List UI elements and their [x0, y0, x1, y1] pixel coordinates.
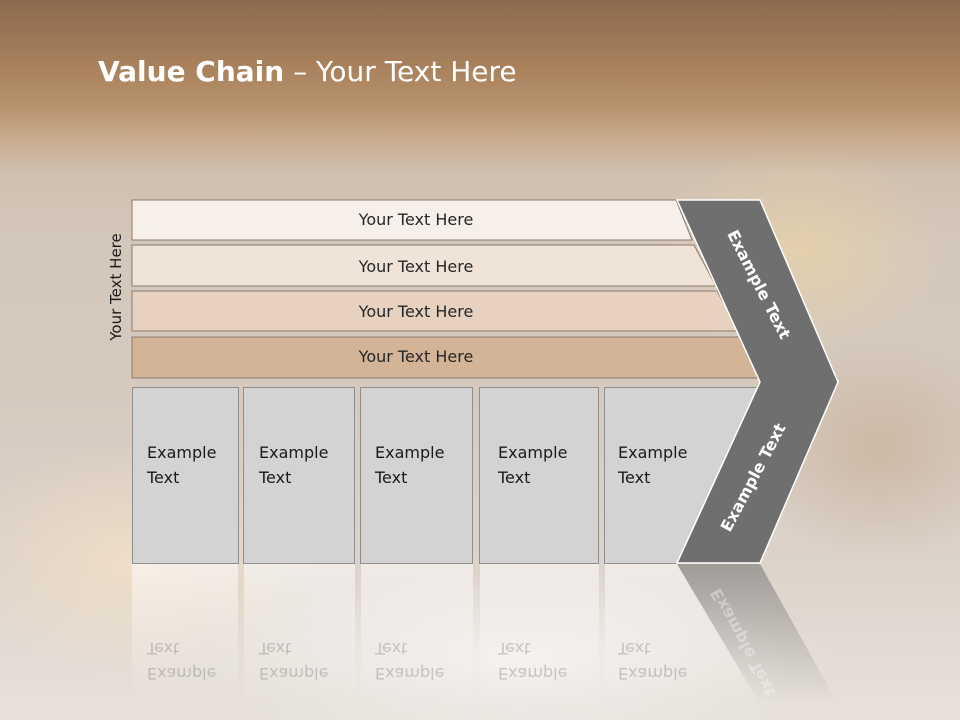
card-reflection-label-5: Example Text — [618, 639, 688, 683]
card-1 — [132, 387, 239, 564]
diagram-reflection: Example Text — [132, 564, 838, 704]
card-label-3: Example Text — [375, 443, 445, 487]
card-3 — [360, 387, 473, 564]
title-bold: Value Chain — [98, 55, 285, 88]
cards-row — [132, 387, 762, 564]
chevron-shape — [675, 199, 839, 564]
card-4 — [479, 387, 599, 564]
card-label-4: Example Text — [498, 443, 568, 487]
card-label-1: Example Text — [147, 443, 217, 487]
card-reflection-4 — [480, 564, 599, 704]
chevron-reflection — [677, 564, 838, 704]
card-reflection-label-1: Example Text — [147, 639, 217, 683]
card-reflection-2 — [244, 564, 355, 704]
slide-title: Value Chain – Your Text Here — [98, 55, 517, 88]
row-label-2: Your Text Here — [358, 257, 474, 276]
card-2 — [243, 387, 355, 564]
card-reflection-label-2: Example Text — [259, 639, 329, 683]
rows-stack: Your Text Here Your Text Here Your Text … — [131, 199, 764, 379]
card-reflection-5 — [605, 564, 760, 704]
card-reflection-1 — [132, 564, 238, 704]
chevron-arrow: Example Text Example Text — [675, 199, 839, 564]
title-rest: – Your Text Here — [284, 55, 517, 88]
card-reflection-label-3: Example Text — [375, 639, 445, 683]
row-label-4: Your Text Here — [358, 347, 474, 366]
row-label-1: Your Text Here — [358, 210, 474, 229]
card-reflection-3 — [361, 564, 473, 704]
row-label-3: Your Text Here — [358, 302, 474, 321]
card-reflection-label-4: Example Text — [498, 639, 568, 683]
card-label-5: Example Text — [618, 443, 688, 487]
row-bar-1 — [131, 199, 693, 241]
card-label-2: Example Text — [259, 443, 329, 487]
